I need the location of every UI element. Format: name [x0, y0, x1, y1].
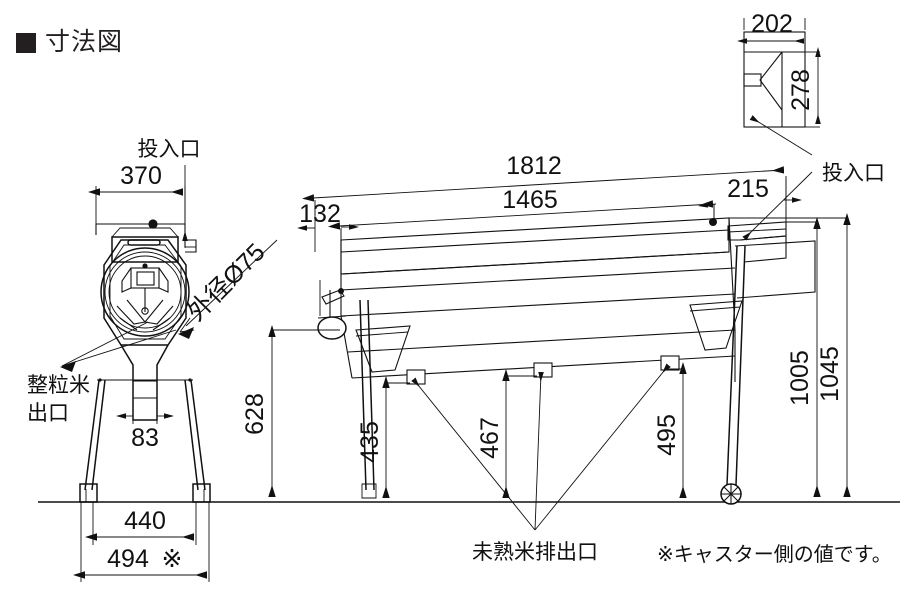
dim-495-value: 495 [653, 414, 681, 456]
dim-467: 467 [476, 369, 537, 498]
dim-467-value: 467 [476, 417, 504, 459]
dim-202: 202 [737, 10, 806, 44]
label-inlet-front: 投入口 [138, 138, 201, 241]
dim-83: 83 [116, 405, 174, 452]
dim-370-value: 370 [120, 162, 162, 190]
dim-495: 495 [653, 362, 687, 498]
dim-132: 132 [297, 200, 359, 256]
label-inlet-callout: 投入口 [742, 115, 885, 241]
page-title: 寸法図 [16, 30, 123, 55]
dim-440: 440 [85, 502, 197, 545]
dim-278: 278 [787, 47, 821, 128]
dim-1465-value: 1465 [502, 186, 558, 214]
label-inlet-callout-text: 投入口 [822, 162, 885, 185]
label-whole-grain-outlet-line2: 出口 [27, 402, 69, 425]
dim-628: 628 [241, 325, 340, 497]
footnote-text: ※キャスター側の値です。 [657, 543, 892, 566]
footnote: ※キャスター側の値です。 [657, 543, 892, 566]
label-whole-grain-outlet: 整粒米 出口 [27, 321, 177, 425]
dim-370: 370 [88, 162, 186, 248]
label-immature-grain-outlet-text: 未熟米排出口 [472, 541, 598, 564]
label-immature-grain-outlet: 未熟米排出口 [411, 363, 671, 564]
dim-215: 215 [698, 175, 802, 222]
dim-1812-value: 1812 [506, 152, 562, 180]
dim-494-suffix: ※ [162, 545, 183, 573]
dim-83-value: 83 [131, 424, 159, 452]
dim-215-value: 215 [727, 175, 769, 203]
dim-1005: 1005 [786, 217, 821, 497]
inset-view-geometry [743, 31, 806, 128]
dim-202-value: 202 [751, 10, 793, 38]
dim-494-value: 494 [107, 545, 149, 573]
page-title-label: 寸法図 [45, 28, 124, 56]
dim-435-value: 435 [356, 421, 384, 463]
label-whole-grain-outlet-line1: 整粒米 [27, 374, 90, 397]
dim-435: 435 [356, 376, 410, 498]
dim-440-value: 440 [124, 507, 166, 535]
dim-628-value: 628 [241, 393, 269, 435]
square-bullet-icon [16, 32, 36, 53]
label-inlet-front-text: 投入口 [138, 138, 201, 161]
label-outer-diameter: 外径Ø75 [178, 238, 278, 339]
dim-1045-value: 1045 [816, 346, 844, 402]
side-view-geometry [317, 217, 816, 505]
dim-132-value: 132 [299, 200, 341, 228]
dim-1465: 1465 [328, 186, 715, 240]
dim-494: 494 ※ [73, 502, 210, 582]
dim-1005-value: 1005 [786, 350, 814, 406]
dim-1812: 1812 [302, 152, 787, 220]
dim-278-value: 278 [787, 69, 815, 111]
dim-1045: 1045 [729, 213, 851, 497]
label-outer-diameter-text: 外径Ø75 [182, 238, 271, 327]
front-view-geometry [79, 219, 211, 503]
